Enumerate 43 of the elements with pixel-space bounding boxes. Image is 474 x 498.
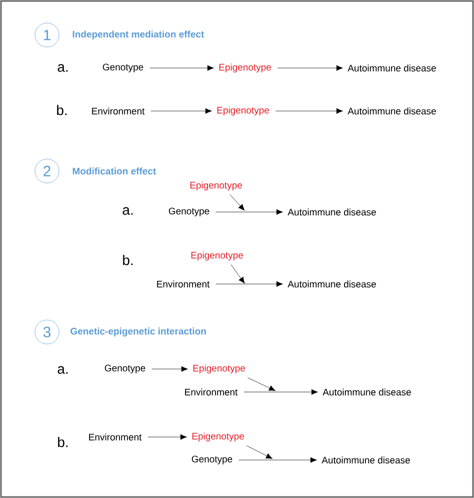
arrow	[148, 434, 187, 440]
arrow	[150, 65, 214, 71]
node-label: Autoimmune disease	[322, 388, 411, 396]
arrow	[275, 108, 343, 114]
item-letter: a.	[58, 64, 68, 72]
node-label: Epigenotype	[191, 252, 243, 260]
node-label: Genotype	[104, 364, 146, 374]
node-label: Autoimmune disease	[348, 108, 436, 114]
arrow	[246, 445, 273, 459]
item-letter: a.	[58, 366, 68, 374]
node-label: Autoimmune disease	[322, 456, 410, 464]
node-label: Epigenotype	[192, 432, 244, 442]
node-label: Epigenotype	[217, 106, 269, 116]
arrow	[230, 194, 245, 211]
node-label: Environment	[157, 280, 210, 288]
item-letter: b.	[123, 254, 133, 266]
node-label: Epigenotype	[190, 182, 242, 190]
node-label: Environment	[92, 108, 145, 114]
item-letter: a.	[122, 207, 133, 215]
node-label: Autoimmune disease	[288, 208, 376, 216]
arrow	[216, 209, 283, 215]
arrow	[216, 281, 283, 287]
arrow	[150, 108, 212, 114]
node-label: Epigenotype	[193, 364, 245, 374]
arrow	[152, 366, 188, 372]
node-label: Autoimmune disease	[288, 280, 376, 288]
node-label: Autoimmune disease	[348, 64, 436, 72]
node-label: Genotype	[192, 456, 232, 464]
node-label: Environment	[89, 434, 142, 440]
arrow	[244, 389, 318, 395]
section-heading: Independent mediation effect	[72, 30, 204, 40]
arrow	[238, 457, 317, 463]
section-heading: Modification effect	[72, 168, 156, 174]
item-letter: b.	[58, 436, 68, 448]
section-heading: Genetic-epigenetic interaction	[70, 328, 206, 336]
node-label: Epigenotype	[219, 64, 271, 72]
node-label: Genotype	[168, 208, 210, 216]
node-label: Environment	[185, 388, 238, 396]
node-label: Genotype	[102, 64, 144, 72]
arrow	[230, 264, 245, 284]
item-letter: b.	[57, 104, 67, 116]
arrow	[247, 377, 276, 391]
arrow	[277, 65, 343, 71]
